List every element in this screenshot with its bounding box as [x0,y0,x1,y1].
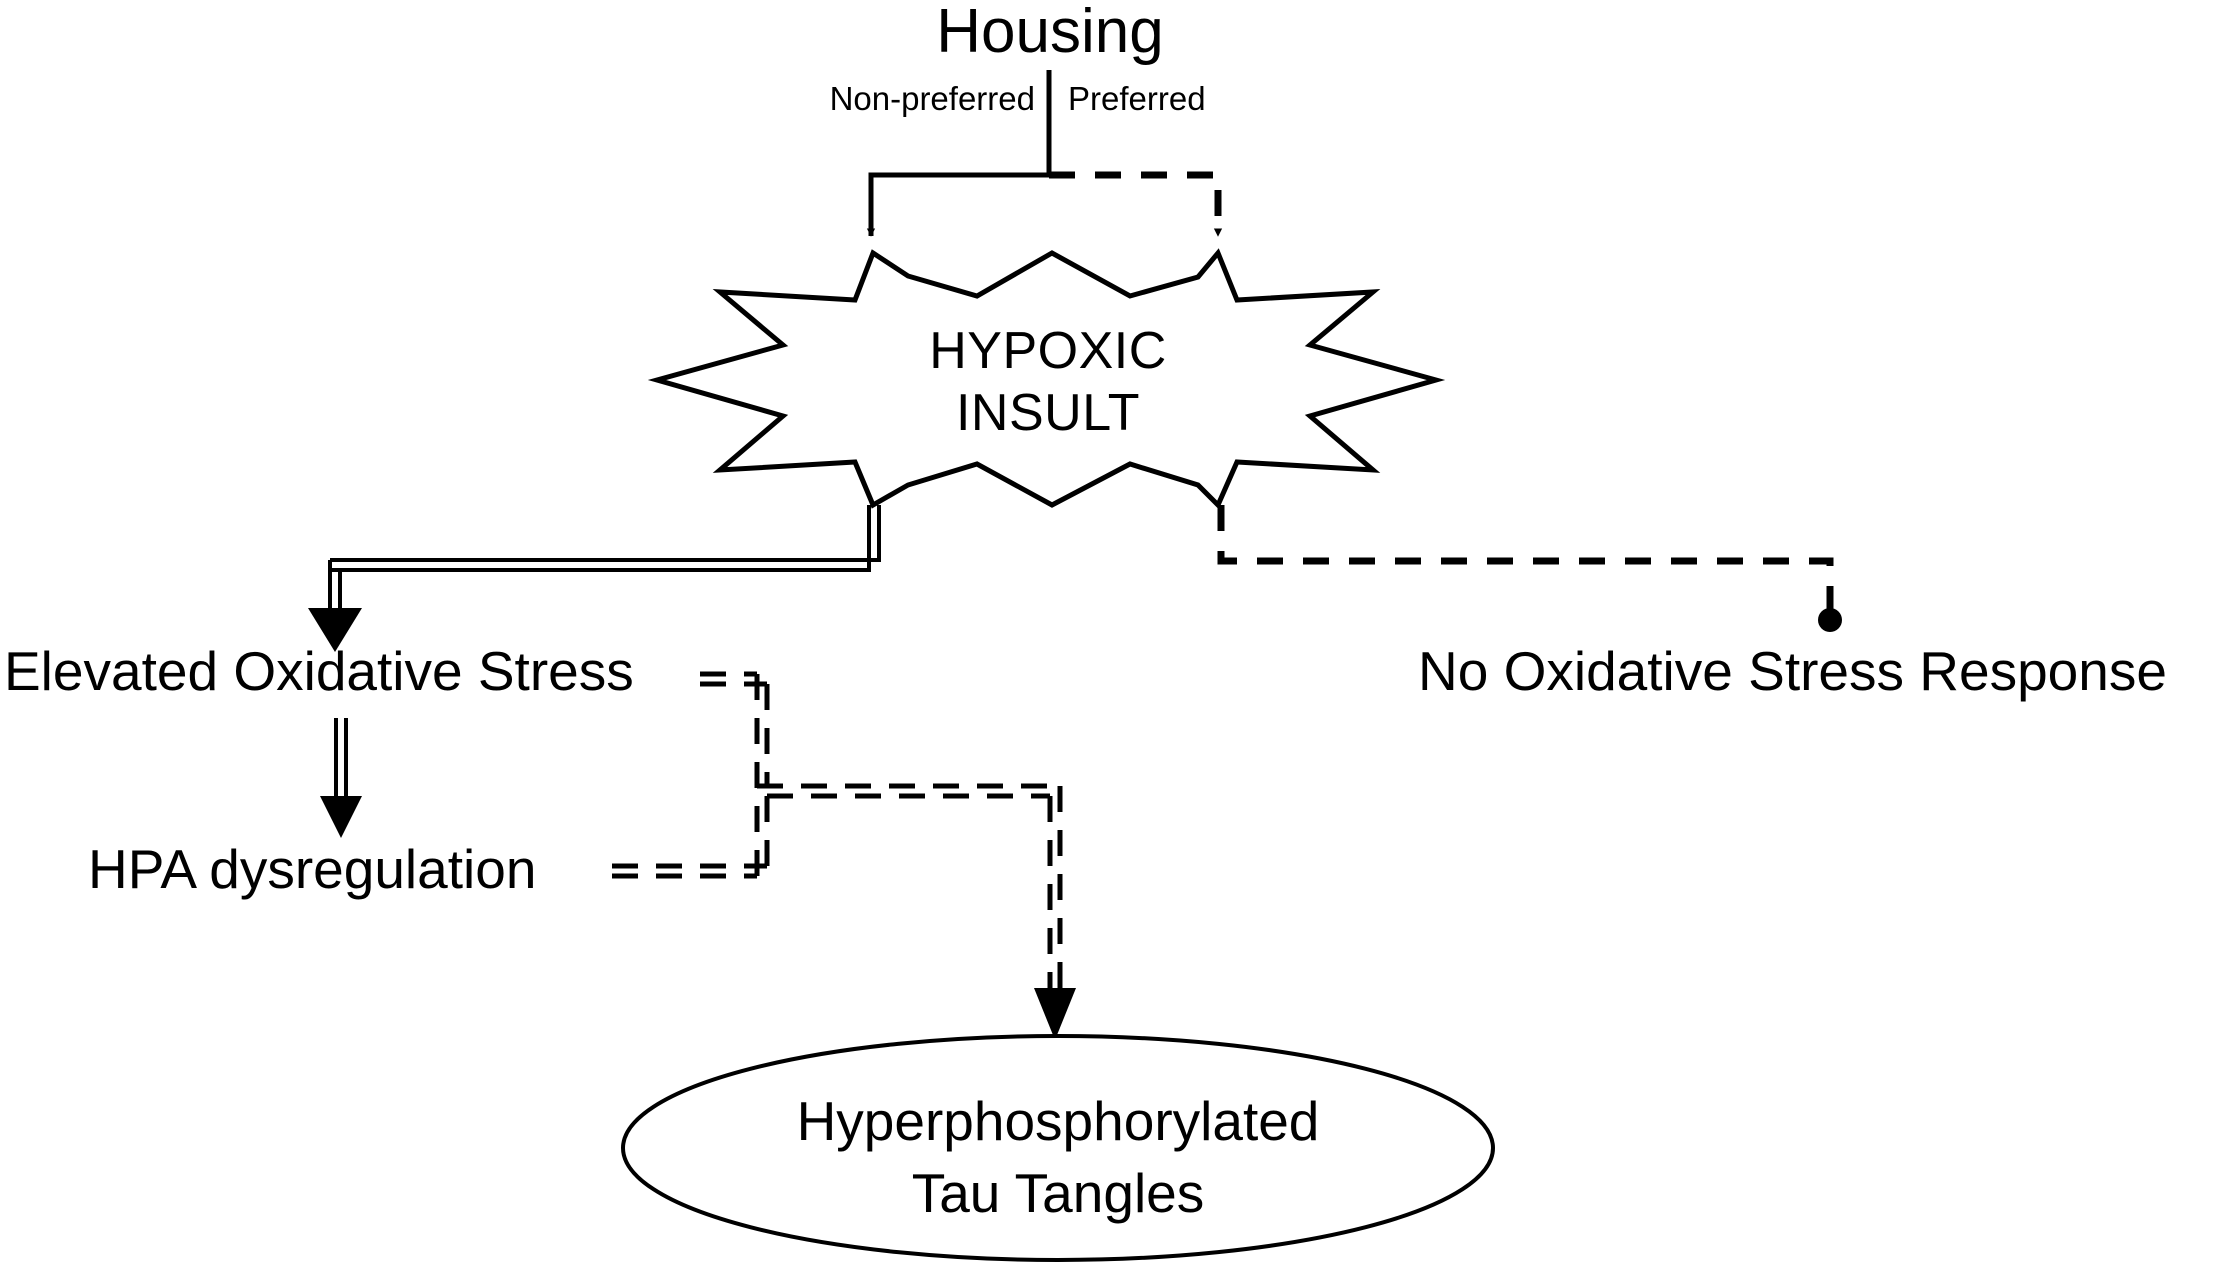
diagram-title: Housing [936,0,1163,66]
node-elevated-oxidative-stress: Elevated Oxidative Stress [4,640,634,702]
edge-junction-to-tau [757,783,1076,1040]
edge-oxidative-stress-to-hpa [320,718,362,838]
node-no-oxidative-stress-response: No Oxidative Stress Response [1418,640,2167,702]
edge-housing-nonpreferred [866,172,1049,237]
edge-insult-to-oxidative-stress [308,505,881,652]
ball-terminator-icon [1818,608,1842,632]
edge-insult-to-no-response [1217,505,1842,632]
branch-label-non-preferred: Non-preferred [830,80,1035,117]
edge-oxidative-stress-to-tau [700,671,770,786]
node-hpa-dysregulation: HPA dysregulation [88,838,536,900]
branch-label-preferred: Preferred [1068,80,1206,117]
starburst-label-line1: HYPOXIC [929,322,1167,380]
ellipse-label-line2: Tau Tangles [912,1162,1205,1224]
edge-hpa-to-tau [612,786,770,879]
ellipse-label-line1: Hyperphosphorylated [797,1090,1320,1152]
starburst-label-line2: INSULT [956,384,1140,442]
ellipse-tau-tangles [621,1034,1495,1262]
edge-housing-preferred [1049,171,1223,237]
